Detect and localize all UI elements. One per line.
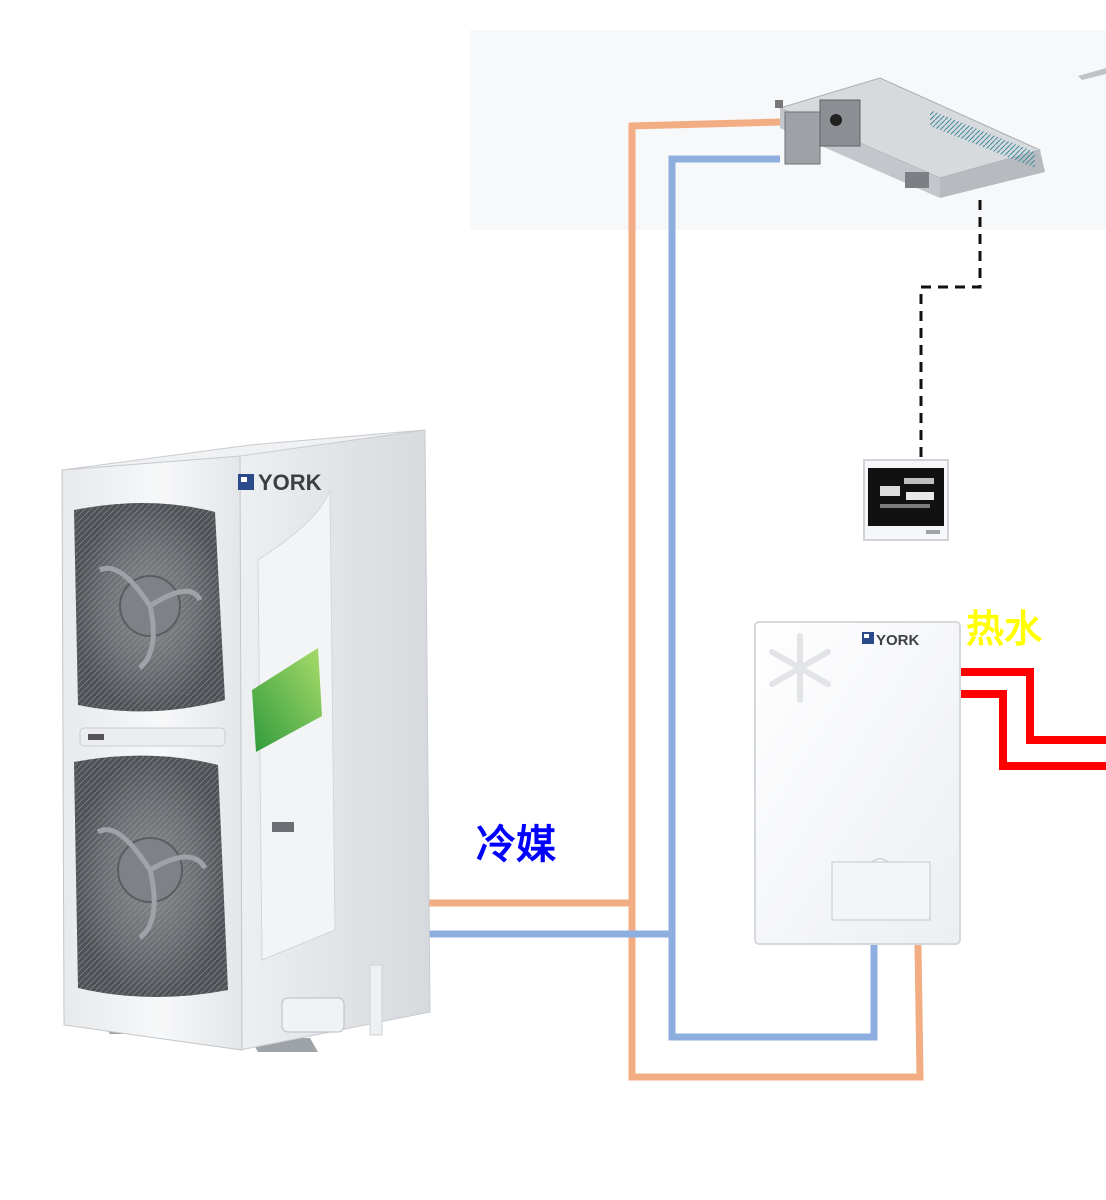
hot-water-pipe-line: [958, 668, 1106, 770]
fan-icon: [74, 502, 225, 712]
outdoor-unit-icon: YORK: [61, 429, 431, 1052]
liquid-pipe-line: [428, 118, 924, 1081]
hot-water-label: 热水: [966, 607, 1043, 651]
hydro-brand-logo: YORK: [876, 632, 920, 649]
outdoor-brand-logo: YORK: [258, 470, 322, 495]
hydro-module-icon: YORK: [754, 621, 961, 945]
refrigerant-label: 冷媒: [476, 822, 556, 868]
control-wire: [919, 200, 982, 465]
ducted-indoor-unit-icon: [775, 77, 1045, 198]
wall-controller-icon: [863, 459, 949, 541]
gas-pipe-line: [428, 155, 878, 1041]
snowflake-icon: [769, 633, 831, 703]
fan-icon: [74, 755, 228, 998]
edge-unit-fragment: [1078, 68, 1106, 80]
